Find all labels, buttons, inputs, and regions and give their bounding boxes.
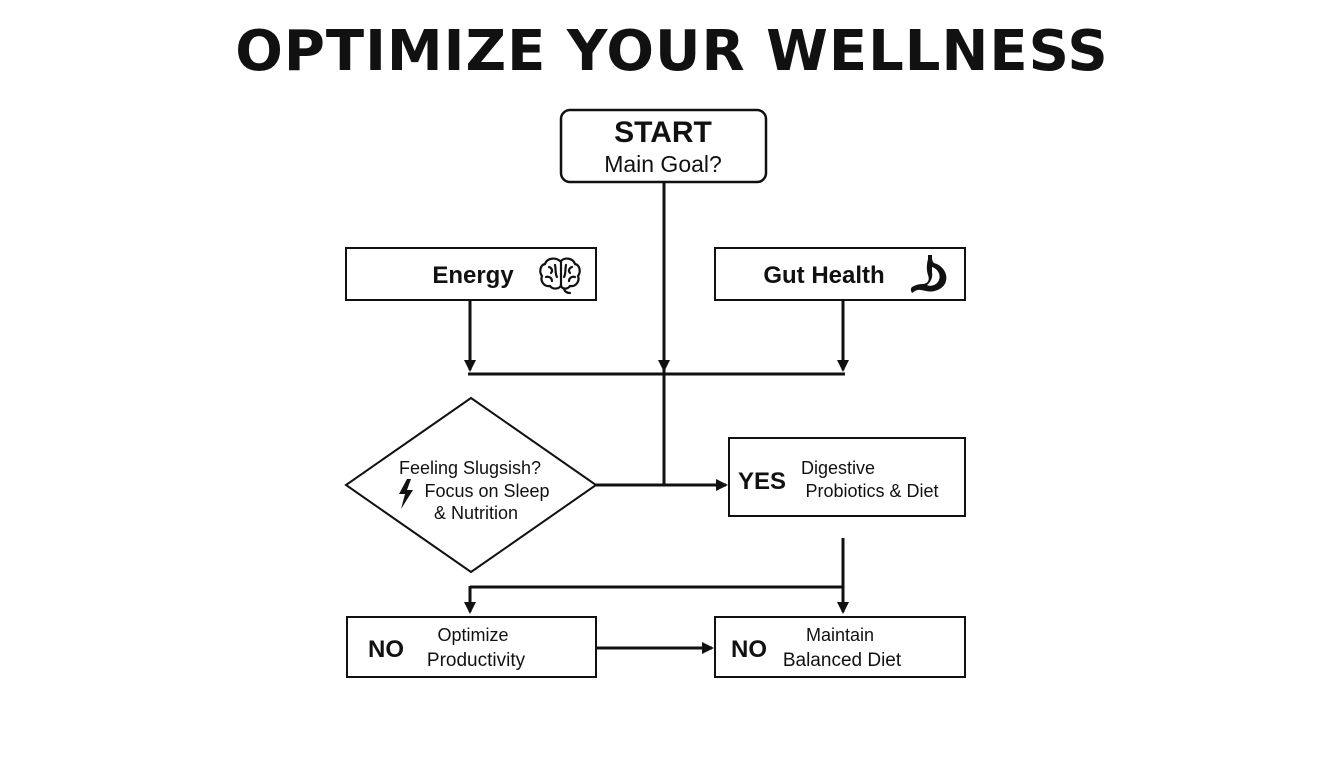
node-digestive: YES Digestive Probiotics & Diet <box>728 437 966 517</box>
optimize-line2: Productivity <box>427 650 526 671</box>
page-title: OPTIMIZE YOUR WELLNESS <box>235 19 1109 84</box>
stomach-icon <box>910 255 947 293</box>
digestive-tag: YES <box>738 468 786 495</box>
maintain-line2: Balanced Diet <box>783 650 902 671</box>
brain-icon <box>539 257 581 295</box>
digestive-line2: Probiotics & Diet <box>805 481 938 501</box>
lightning-icon <box>399 479 413 509</box>
start-heading: START <box>614 116 712 149</box>
start-subtitle: Main Goal? <box>604 151 722 177</box>
node-gut-health: Gut Health <box>714 247 966 301</box>
connectors <box>464 182 849 654</box>
gut-health-label: Gut Health <box>763 262 884 289</box>
optimize-line1: Optimize <box>437 625 508 645</box>
digestive-line1: Digestive <box>801 458 875 478</box>
decision-line3: & Nutrition <box>434 503 518 523</box>
maintain-tag: NO <box>731 636 767 663</box>
node-energy: Energy <box>345 247 597 301</box>
maintain-line1: Maintain <box>806 625 874 645</box>
decision-line2: Focus on Sleep <box>424 481 549 501</box>
decision-line1: Feeling Slugsish? <box>399 458 541 478</box>
energy-label: Energy <box>432 262 514 289</box>
optimize-tag: NO <box>368 636 404 663</box>
node-start: START Main Goal? <box>559 108 768 184</box>
node-maintain: NO Maintain Balanced Diet <box>714 616 966 678</box>
node-decision: Feeling Slugsish? Focus on Sleep & Nutri… <box>344 396 598 574</box>
node-optimize: NO Optimize Productivity <box>346 616 597 678</box>
